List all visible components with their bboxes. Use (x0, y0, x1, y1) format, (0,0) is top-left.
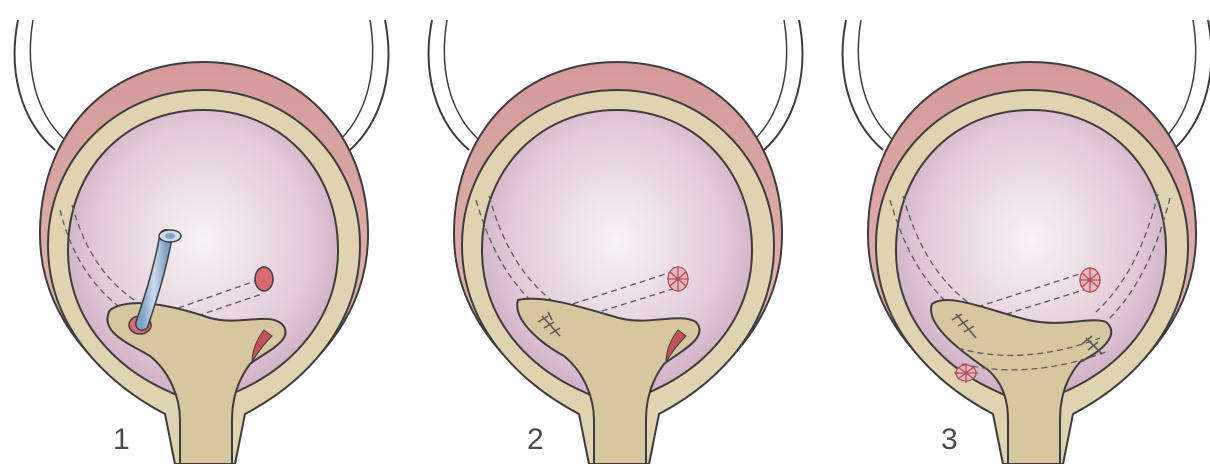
panel-3-label: 3 (941, 423, 958, 457)
panel-2-label: 2 (527, 423, 544, 457)
panel-3 (843, 20, 1210, 464)
panel-1-label: 1 (113, 423, 130, 457)
peritoneum-right-inner (340, 20, 373, 140)
panel-1 (15, 20, 389, 464)
peritoneum-right-inner (754, 20, 787, 140)
panel-2 (429, 20, 803, 464)
peritoneum-left-inner (30, 20, 65, 140)
catheter-lumen (165, 233, 175, 239)
peritoneum-right-inner (1163, 20, 1196, 140)
peritoneum-left-inner (858, 20, 893, 140)
ureteral-orifice-new (255, 267, 273, 291)
peritoneum-left-inner (444, 20, 479, 140)
